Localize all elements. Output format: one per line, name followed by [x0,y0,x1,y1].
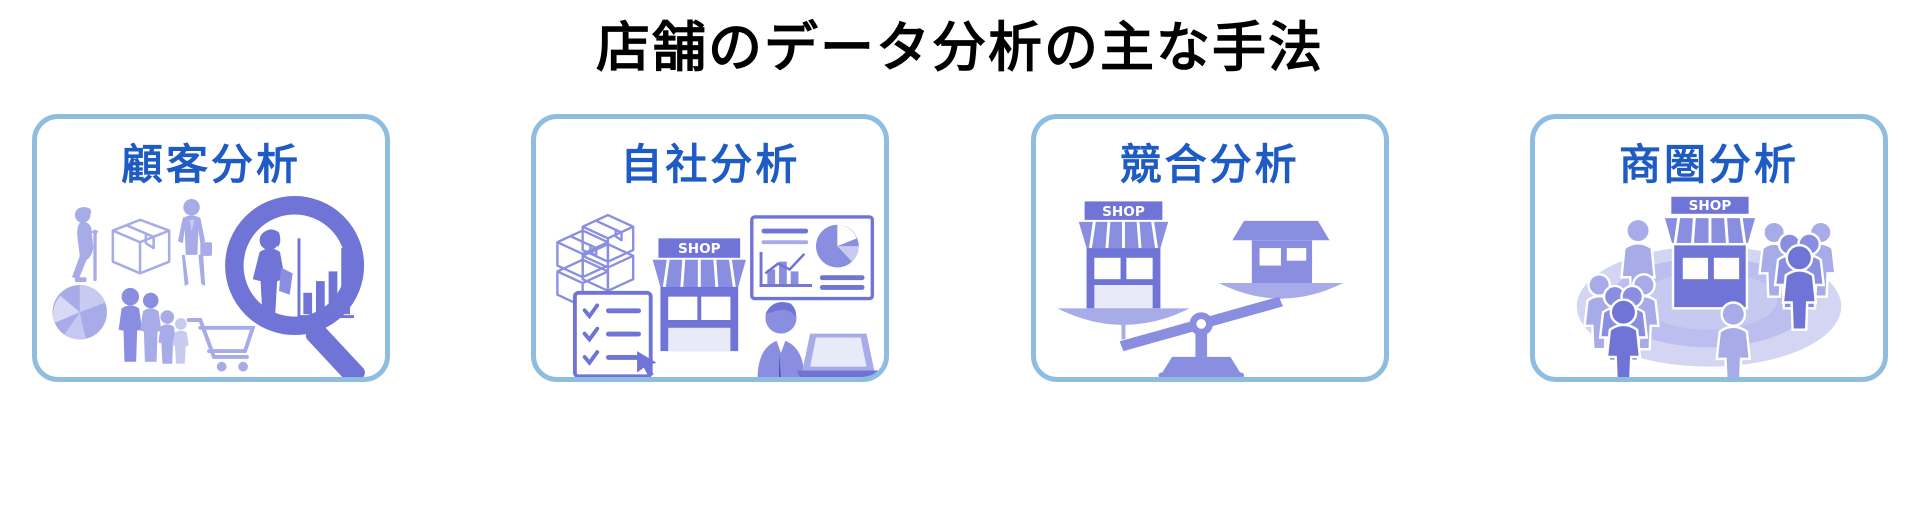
card-trade-area-analysis[interactable]: 商圏分析 SHOP [1529,114,1888,382]
card-illustration-competitor-analysis: SHOP [1036,185,1384,377]
rival-store-icon [1232,220,1330,284]
card-illustration-own-company-analysis: SHOP [536,185,885,377]
bar-chart-icon [297,238,354,319]
shopping-cart-icon [186,318,256,372]
card-customer-analysis[interactable]: 顧客分析 [32,114,390,382]
family-group-icon [118,287,189,364]
card-title-customer-analysis: 顧客分析 [120,140,301,189]
card-illustration-customer-analysis [37,185,385,377]
line-chart-icon [759,228,813,287]
analysis-cards-row: 顧客分析 [32,114,1888,386]
pie-chart-icon [816,224,860,268]
cardboard-box-icon [111,218,171,275]
people-group-icon [1583,217,1837,377]
laptop-icon [796,333,885,377]
balance-pan-right-icon [1218,283,1343,299]
shop-storefront-icon: SHOP [1661,194,1759,310]
elderly-person-with-cane-icon [71,207,99,283]
card-illustration-trade-area-analysis: SHOP [1535,185,1883,377]
presentation-board-icon [750,215,875,301]
card-title-trade-area-analysis: 商圏分析 [1618,140,1799,189]
shop-sign-label: SHOP [678,241,721,257]
pie-chart-icon [52,285,107,340]
businessman-presenter-icon [758,301,805,377]
shop-storefront-icon: SHOP [1078,201,1168,309]
businessman-walking-icon [177,198,212,286]
card-title-own-company-analysis: 自社分析 [620,140,801,189]
magnifying-glass-icon [225,196,365,377]
page-title: 店舗のデータ分析の主な手法 [596,16,1324,79]
shop-storefront-icon: SHOP [652,238,747,352]
card-title-competitor-analysis: 競合分析 [1119,140,1300,189]
balance-pan-left-icon [1057,308,1190,340]
card-competitor-analysis[interactable]: 競合分析 SHOP [1030,114,1389,382]
woman-shopper-icon [252,229,293,317]
checklist-clipboard-icon [573,290,657,377]
shop-sign-label: SHOP [1102,204,1145,220]
card-own-company-analysis[interactable]: 自社分析 [531,114,890,382]
shop-sign-label: SHOP [1689,198,1732,214]
balance-scale-icon [1119,296,1283,377]
